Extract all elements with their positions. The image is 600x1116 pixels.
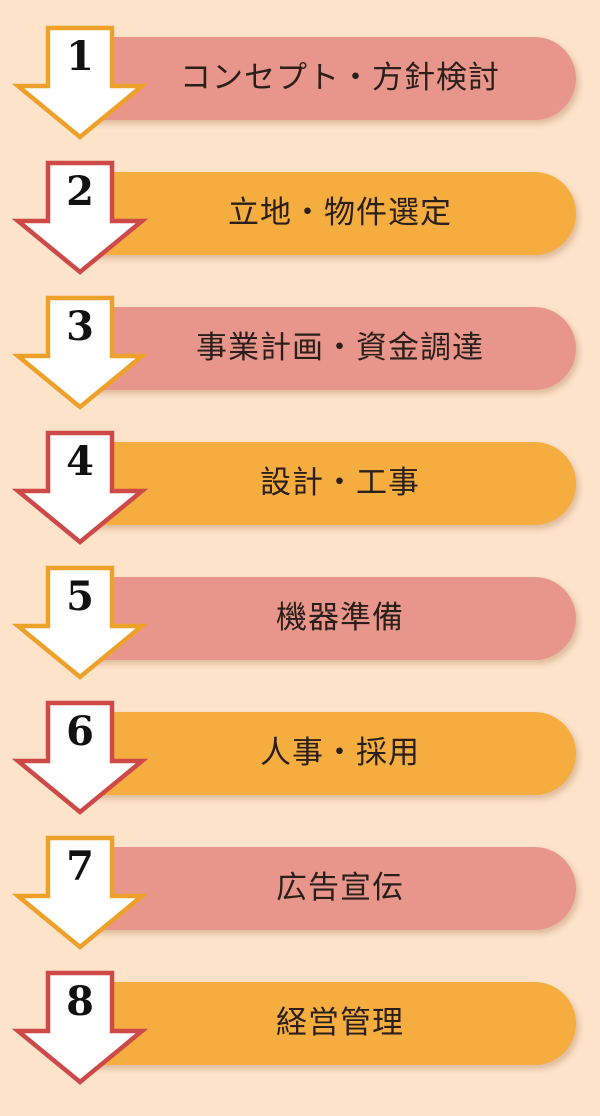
step-label: 機器準備 — [276, 600, 404, 636]
down-arrow-icon — [11, 970, 149, 1085]
step-number: 2 — [66, 168, 94, 215]
step-number: 6 — [66, 708, 94, 755]
step-label: 設計・工事 — [260, 465, 420, 501]
down-arrow-icon — [11, 430, 149, 545]
down-arrow-icon — [11, 835, 149, 950]
step-number: 7 — [66, 843, 94, 890]
step-number: 8 — [66, 978, 94, 1025]
step-label: 事業計画・資金調達 — [196, 330, 484, 366]
step-item: 事業計画・資金調達 3 — [0, 270, 600, 410]
step-item: 人事・採用 6 — [0, 675, 600, 815]
step-label: 人事・採用 — [260, 735, 420, 771]
down-arrow-icon — [11, 565, 149, 680]
step-number: 3 — [66, 303, 94, 350]
step-bar — [88, 37, 576, 120]
step-bar — [88, 577, 576, 660]
step-bar — [88, 307, 576, 390]
step-bar — [88, 172, 576, 255]
step-label: 立地・物件選定 — [228, 195, 452, 231]
step-item: 経営管理 8 — [0, 945, 600, 1085]
step-label: コンセプト・方針検討 — [180, 60, 500, 96]
down-arrow-icon — [11, 295, 149, 410]
step-bar — [88, 982, 576, 1065]
step-bar — [88, 442, 576, 525]
step-item: 立地・物件選定 2 — [0, 135, 600, 275]
step-label: 経営管理 — [276, 1005, 404, 1041]
step-label: 広告宣伝 — [276, 870, 404, 906]
step-number: 5 — [66, 573, 94, 620]
step-bar — [88, 847, 576, 930]
step-number: 1 — [66, 33, 94, 80]
step-bar — [88, 712, 576, 795]
step-item: コンセプト・方針検討 1 — [0, 0, 600, 140]
step-item: 広告宣伝 7 — [0, 810, 600, 950]
step-item: 設計・工事 4 — [0, 405, 600, 545]
down-arrow-icon — [11, 25, 149, 140]
step-number: 4 — [66, 438, 94, 485]
step-item: 機器準備 5 — [0, 540, 600, 680]
down-arrow-icon — [11, 700, 149, 815]
down-arrow-icon — [11, 160, 149, 275]
